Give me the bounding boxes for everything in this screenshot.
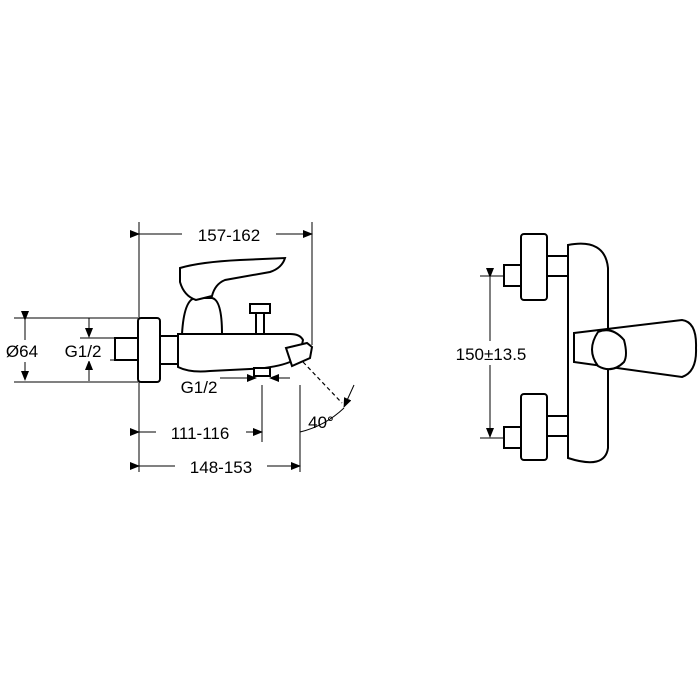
dim-label-bg (444, 341, 538, 365)
dim-label-bg (56, 340, 110, 361)
angle-arc (299, 407, 345, 433)
dim-spout-offset: 111-116 (171, 424, 230, 443)
nut-top (546, 255, 569, 277)
dim-top-width: 157-162 (198, 226, 260, 245)
rosette-top (520, 233, 548, 301)
dim-label-bg (175, 454, 267, 478)
rosette-bottom (520, 393, 548, 461)
spout-axis-line (302, 361, 343, 404)
inlet-connector (114, 337, 139, 361)
mixer-body (177, 333, 305, 373)
front-view: 150±13.5 (444, 233, 698, 464)
dim-label-bg (156, 420, 246, 444)
connector-top (503, 264, 522, 287)
diverter-knob (249, 303, 271, 314)
spout-tip (284, 341, 314, 368)
wall-rosette (137, 317, 161, 383)
dim-label-bg (2, 340, 46, 362)
angle-arrow (343, 384, 355, 408)
lever-handle (179, 256, 287, 302)
dim-outlet-thread: G1/2 (181, 378, 218, 397)
dim-label-bg (182, 222, 276, 246)
dim-bottom-width: 148-153 (190, 458, 252, 477)
dim-spout-angle: 40° (308, 413, 334, 432)
dim-inlet-thread: G1/2 (65, 342, 102, 361)
side-view: 157-162 Ø64 G1/2 G1/2 111-116 148-153 40… (2, 222, 355, 478)
connector-nut (159, 335, 179, 365)
cartridge-housing (181, 297, 223, 335)
diverter-stem (255, 312, 265, 335)
connector-bottom (503, 426, 522, 449)
spout-outlet (591, 329, 627, 371)
dim-center-distance: 150±13.5 (456, 345, 527, 364)
outlet-connector (253, 367, 271, 377)
nut-bottom (546, 415, 569, 437)
dim-diameter: Ø64 (6, 342, 38, 361)
